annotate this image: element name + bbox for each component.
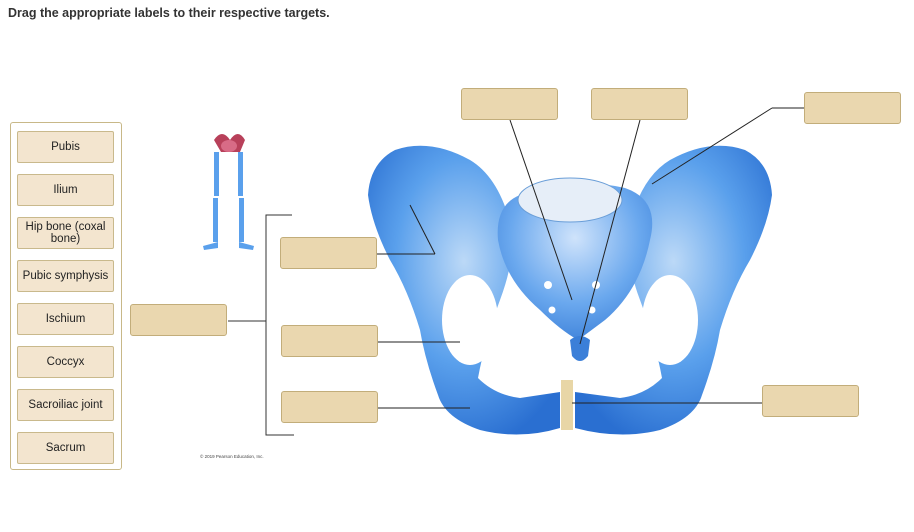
label-pubis[interactable]: Pubis (17, 131, 114, 163)
label-hip-bone[interactable]: Hip bone (coxal bone) (17, 217, 114, 249)
drop-target-coccyx[interactable] (591, 88, 688, 120)
label-pubic-symphysis[interactable]: Pubic symphysis (17, 260, 114, 292)
copyright-credit: © 2019 Pearson Education, Inc. (200, 454, 264, 459)
coccyx-shape (570, 336, 590, 361)
label-coccyx[interactable]: Coccyx (17, 346, 114, 378)
label-sacrum[interactable]: Sacrum (17, 432, 114, 464)
instruction-text: Drag the appropriate labels to their res… (8, 6, 330, 20)
pubic-symphysis-shape (561, 380, 573, 430)
drop-target-ischium[interactable] (281, 391, 378, 423)
leader-lines (376, 107, 804, 409)
skeleton-thumbnail-icon (203, 134, 254, 250)
drop-target-sacrum[interactable] (461, 88, 558, 120)
sacrum-shape (497, 177, 653, 340)
drop-target-pubis[interactable] (281, 325, 378, 357)
drop-target-pubic-symphysis[interactable] (762, 385, 859, 417)
drop-target-ilium[interactable] (280, 237, 377, 269)
label-ilium[interactable]: Ilium (17, 174, 114, 206)
right-hip-bone (575, 145, 772, 435)
hip-bone-bracket (228, 214, 294, 436)
label-bank: Pubis Ilium Hip bone (coxal bone) Pubic … (10, 122, 122, 470)
label-sacroiliac-joint[interactable]: Sacroiliac joint (17, 389, 114, 421)
label-ischium[interactable]: Ischium (17, 303, 114, 335)
drop-target-sacroiliac-joint[interactable] (804, 92, 901, 124)
drop-target-hip-bone[interactable] (130, 304, 227, 336)
